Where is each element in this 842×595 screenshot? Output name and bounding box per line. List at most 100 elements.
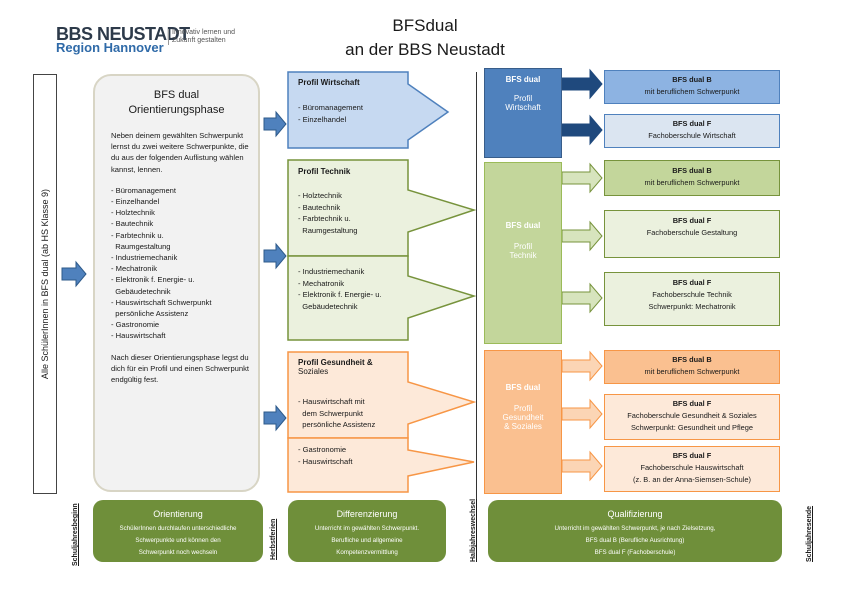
- timeline-herbstferien: Herbstferien: [270, 518, 277, 560]
- center-wirtschaft-box: BFS dual Profil Wirtschaft: [484, 68, 562, 158]
- result-box: BFS dual F Fachoberschule Wirtschaft: [604, 114, 780, 148]
- phase-desc-line: SchülerInnen durchlaufen unterschiedlich…: [119, 525, 237, 532]
- result-box: BFS dual F Fachoberschule Gestaltung: [604, 210, 780, 258]
- phase-differenzierung: Differenzierung Unterricht im gewählten …: [288, 500, 446, 562]
- result-l1: BFS dual F: [672, 399, 712, 408]
- title-line-2: an der BBS Neustadt: [345, 40, 505, 59]
- center-gesundheit-l1: Profil: [513, 404, 533, 413]
- result-l3: Schwerpunkt: Gesundheit und Pflege: [630, 423, 754, 432]
- result-box: BFS dual F Fachoberschule Technik Schwer…: [604, 272, 780, 326]
- orientation-phase-box: BFS dual Orientierungsphase Neben deinem…: [93, 74, 260, 492]
- result-l3: Schwerpunkt: Mechatronik: [648, 302, 736, 311]
- phase-qualifizierung: Qualifizierung Unterricht im gewählten S…: [488, 500, 782, 562]
- list-item: persönliche Assistenz: [111, 309, 189, 319]
- phase-desc-line: Unterricht im gewählten Schwerpunkt.: [314, 525, 420, 532]
- result-box: BFS dual F Fachoberschule Gesundheit & S…: [604, 394, 780, 440]
- result-box: BFS dual B mit beruflichem Schwerpunkt: [604, 160, 780, 196]
- list-item: dem Schwerpunkt: [298, 408, 363, 418]
- center-technik-l2: Technik: [509, 251, 537, 260]
- list-item: - Farbtechnik u.: [298, 214, 351, 223]
- title-line-1: BFSdual: [392, 16, 458, 35]
- arrow-to-gesundheit: [263, 404, 287, 432]
- result-l2: Fachoberschule Gestaltung: [646, 228, 738, 237]
- list-item: - Mechatronik: [298, 278, 345, 288]
- result-l2: mit beruflichem Schwerpunkt: [644, 178, 740, 187]
- arrow-wirtschaft-b: [561, 68, 603, 100]
- profil-wirtschaft-shape: [287, 71, 450, 149]
- list-item: - Büromanagement: [111, 185, 177, 195]
- center-wirtschaft-head: BFS dual: [505, 75, 541, 84]
- list-item: - Elektronik f. Energie- u.: [298, 290, 382, 299]
- phase-desc-line: Berufliche und allgemeine: [331, 537, 403, 544]
- list-item: - Hauswirtschaft Schwerpunkt: [111, 297, 212, 307]
- list-item: - Farbtechnik u.: [111, 230, 164, 240]
- list-item: - Hauswirtschaft: [111, 331, 166, 341]
- list-item: Raumgestaltung: [111, 241, 171, 251]
- result-l1: BFS dual F: [672, 119, 712, 128]
- profil-gesundheit-title: Profil Gesundheit & Soziales: [298, 358, 373, 376]
- center-gesundheit-l2: Gesundheit: [502, 413, 544, 422]
- phase-differenzierung-title: Differenzierung: [336, 509, 398, 519]
- result-l1: BFS dual F: [672, 278, 712, 287]
- result-l1: BFS dual F: [672, 451, 712, 460]
- arrow-to-wirtschaft: [263, 110, 287, 138]
- list-item: Gebäudetechnik: [111, 286, 171, 296]
- arrow-gesundheit-b: [561, 350, 603, 382]
- phase-orientierung-title: Orientierung: [153, 509, 203, 519]
- phase-desc-line: BFS dual B (Berufliche Ausrichtung): [585, 537, 685, 544]
- orientation-intro: Neben deinem gewählten Schwerpunkt lerns…: [111, 131, 249, 174]
- arrow-technik-f2: [561, 282, 603, 314]
- center-gesundheit-l3: & Soziales: [504, 422, 542, 431]
- arrow-technik-f1: [561, 220, 603, 252]
- orientation-list: - Büromanagement - Einzelhandel- Holztech…: [111, 185, 258, 342]
- result-l2: mit beruflichem Schwerpunkt: [644, 87, 740, 96]
- list-item: - Mechatronik: [111, 264, 158, 274]
- center-wirtschaft-l2: Wirtschaft: [505, 103, 541, 112]
- result-l1: BFS dual B: [672, 166, 712, 175]
- center-technik-box: BFS dual Profil Technik: [484, 162, 562, 344]
- phase-qualifizierung-desc: Unterricht im gewählten Schwerpunkt, je …: [488, 523, 782, 559]
- profil-technik-list-a: - Holztechnik - Bautechnik - Farbtechnik u…: [298, 190, 358, 236]
- result-l2: Fachoberschule Wirtschaft: [648, 131, 736, 140]
- center-gesundheit-box: BFS dual Profil Gesundheit & Soziales: [484, 350, 562, 494]
- arrow-to-technik: [263, 242, 287, 270]
- result-l1: BFS dual B: [672, 75, 712, 84]
- result-l3: (z. B. an der Anna-Siemsen-Schule): [633, 475, 751, 484]
- profil-technik-shape-b: [287, 255, 477, 341]
- result-l2: Fachoberschule Gesundheit & Soziales: [627, 411, 757, 420]
- list-item: - Holztechnik: [298, 191, 342, 200]
- logo-tagline: Innovativ lernen und Zukunft gestalten: [168, 29, 242, 45]
- center-wirtschaft-l1: Profil: [513, 94, 533, 103]
- center-technik-l1: Profil: [513, 242, 533, 251]
- phase-desc-line: Unterricht im gewählten Schwerpunkt, je …: [554, 525, 716, 532]
- result-l2: Fachoberschule Hauswirtschaft: [640, 463, 744, 472]
- arrow-gesundheit-f1: [561, 398, 603, 430]
- profil-gesundheit-list-a: - Hauswirtschaft mit dem Schwerpunkt per…: [298, 396, 375, 431]
- half-year-divider: [476, 72, 477, 562]
- result-l2: Fachoberschule Technik: [652, 290, 732, 299]
- orientation-title-2: Orientierungsphase: [128, 104, 225, 116]
- list-item: - Gastronomie: [111, 320, 160, 330]
- list-item: Gebäudetechnik: [298, 301, 358, 311]
- list-item: - Holztechnik: [111, 208, 155, 218]
- list-item: - Bautechnik: [298, 202, 341, 212]
- list-item: - Einzelhandel: [111, 197, 160, 207]
- list-item: - Büromanagement: [298, 103, 364, 112]
- orientation-title: BFS dual Orientierungsphase: [95, 76, 258, 118]
- list-item: - Einzelhandel: [298, 114, 347, 124]
- result-l1: BFS dual F: [672, 216, 712, 225]
- result-l2: mit beruflichem Schwerpunkt: [644, 367, 740, 376]
- logo-region-hannover: Region Hannover: [56, 40, 164, 55]
- timeline-schuljahresende: Schuljahresende: [806, 505, 813, 562]
- phase-qualifizierung-title: Qualifizierung: [607, 509, 663, 519]
- arrow-gesundheit-f2: [561, 450, 603, 482]
- arrow-wirtschaft-f: [561, 114, 603, 146]
- orientation-title-1: BFS dual: [153, 89, 200, 101]
- list-item: - Gastronomie: [298, 445, 347, 454]
- phase-orientierung-desc: SchülerInnen durchlaufen unterschiedlich…: [93, 523, 263, 559]
- phase-orientierung: Orientierung SchülerInnen durchlaufen un…: [93, 500, 263, 562]
- list-item: - Bautechnik: [111, 219, 154, 229]
- phase-desc-line: Schwerpunkte und können den: [135, 537, 221, 544]
- profil-gesundheit-shape-b: [287, 437, 475, 493]
